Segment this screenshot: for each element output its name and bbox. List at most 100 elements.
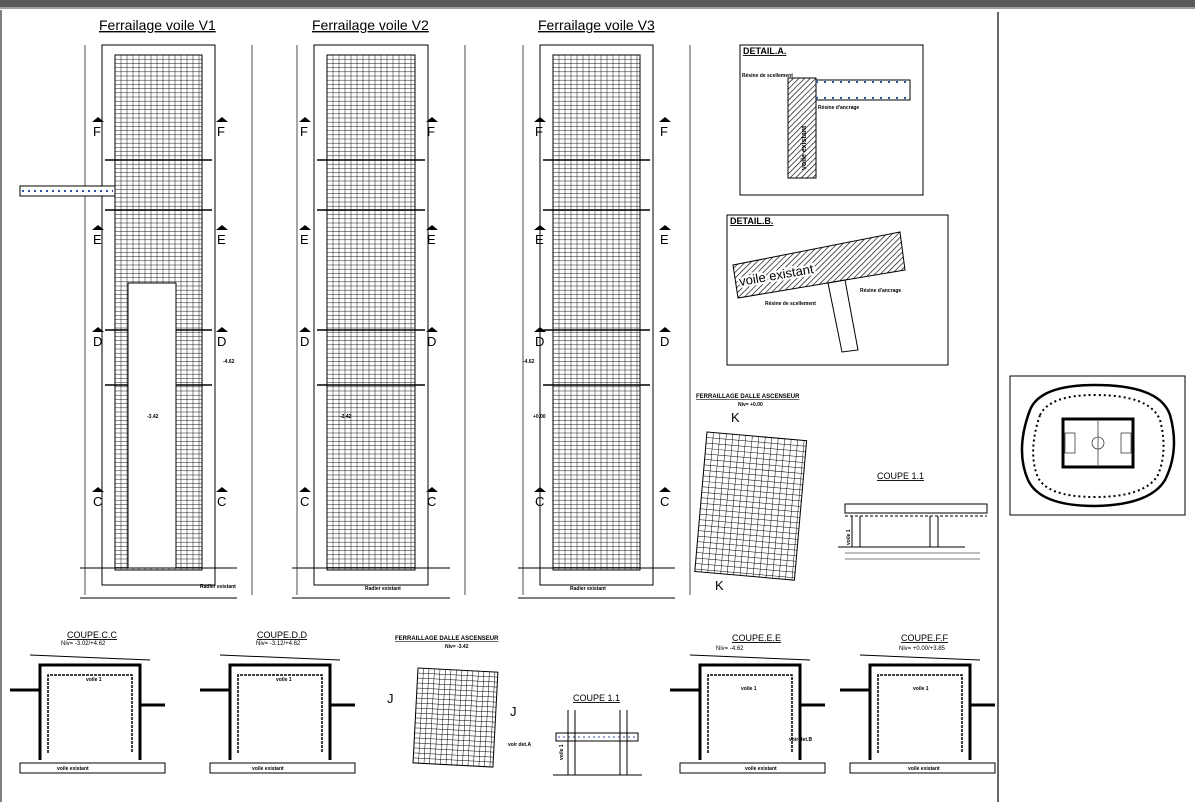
section-marker-c: C (535, 494, 544, 509)
section-arrow-icon (92, 117, 104, 122)
dimension-line (219, 654, 341, 661)
section-marker-f: F (660, 124, 668, 139)
existing-wall (679, 762, 826, 774)
coupe-title: COUPE 1.1 (877, 471, 924, 481)
section-arrow-icon (216, 487, 228, 492)
section-marker-f: F (427, 124, 435, 139)
dalle-level: Niv= +0.00 (738, 402, 763, 408)
level-label: +0.00 (533, 414, 546, 420)
section-plan (840, 654, 996, 774)
section-marker-e: E (93, 232, 102, 247)
coupe-dd-level: Niv= -3.12/+4.62 (256, 641, 301, 647)
section-arrow-icon (426, 327, 438, 332)
section-marker-c: C (217, 494, 226, 509)
section-arrow-icon (659, 487, 671, 492)
rebar-mesh (326, 54, 415, 570)
coupe-1-1-top[interactable]: COUPE 1.1 voile 1 (838, 471, 988, 560)
existing-wall-label: voile existant (745, 766, 777, 772)
section-marker-e: E (535, 232, 544, 247)
base-label: Radier existant (200, 584, 236, 590)
rebar-mesh (412, 667, 498, 768)
wall-elevations (19, 44, 691, 599)
u-wall (38, 663, 142, 760)
existing-wall (849, 762, 996, 774)
section-marker-c: C (300, 494, 309, 509)
section-marker-j: J (387, 691, 394, 706)
section-marker-e: E (660, 232, 669, 247)
wall-v2-title: Ferrailage voile V2 (312, 17, 429, 33)
detail-a[interactable]: DETAIL.A. Résine de scellement Résine d'… (739, 44, 924, 196)
slab-connection (19, 185, 116, 197)
wall-label: voile 1 (913, 686, 929, 692)
section-arrow-icon (426, 225, 438, 230)
section-marker-d: D (300, 334, 309, 349)
section-arrow-icon (426, 117, 438, 122)
u-wall (228, 663, 332, 760)
wall-v2 (292, 44, 466, 599)
existing-wall (19, 762, 166, 774)
existing-wall-label: voile existant (908, 766, 940, 772)
coupe-ff-level: Niv= +0.00/+3.85 (899, 646, 946, 652)
detail-b[interactable]: DETAIL.B. voile existant Résine de scell… (726, 214, 949, 366)
detail-b-note: Résine d'ancrage (860, 288, 901, 294)
existing-wall (209, 762, 356, 774)
section-plan (200, 654, 356, 774)
level-label: -4.62 (223, 359, 235, 365)
section-arrow-icon (216, 117, 228, 122)
section-arrow-icon (299, 327, 311, 332)
section-arrow-icon (659, 327, 671, 332)
dalle-bottom-level: Niv= -3.42 (445, 644, 469, 650)
section-marker-d: D (535, 334, 544, 349)
dalle-title: FERRAILLAGE DALLE ASCENSEUR (696, 394, 800, 400)
coupe-ff-title: COUPE.F.F (901, 633, 949, 643)
rebar-mesh (694, 431, 807, 580)
u-wall-rebar (47, 674, 133, 753)
wall-label: voile 1 (741, 686, 757, 692)
wall-v3-title: Ferrailage voile V3 (538, 17, 655, 33)
section-marker-f: F (535, 124, 543, 139)
section-arrow-icon (299, 225, 311, 230)
section-arrow-icon (534, 327, 546, 332)
detail-a-resin-label: Résine de scellement (742, 73, 793, 79)
section-marker-d: D (427, 334, 436, 349)
dimension-line (689, 654, 811, 661)
u-wall-rebar (237, 674, 323, 753)
section-arrow-icon (92, 487, 104, 492)
coupe-ee-level: Niv= -4.62 (716, 646, 744, 652)
section-marker-c: C (660, 494, 669, 509)
coupe-1-1-bottom (553, 710, 642, 776)
u-wall-rebar (707, 674, 793, 753)
u-wall (698, 663, 802, 760)
detail-b-title: DETAIL.B. (730, 216, 773, 226)
coupe-ee-title: COUPE.E.E (732, 633, 781, 643)
section-marker-e: E (427, 232, 436, 247)
section-marker-c: C (93, 494, 102, 509)
detail-ref: voir det.A (508, 742, 531, 748)
section-arrow-icon (216, 225, 228, 230)
stadium-location-plan[interactable] (1009, 375, 1186, 516)
section-arrow-icon (534, 117, 546, 122)
wall-label: voile 1 (86, 677, 102, 683)
section-arrow-icon (92, 327, 104, 332)
window-title-bar (0, 0, 1195, 9)
section-plan (10, 654, 166, 774)
level-label: -3.42 (340, 414, 352, 420)
coupe-cc-title: COUPE.C.C (67, 630, 118, 640)
dimension-line (29, 654, 151, 661)
slab (555, 732, 639, 742)
section-marker-f: F (93, 124, 101, 139)
coupe-cc-level: Niv= -3.02/+4.62 (61, 641, 106, 647)
dalle-bottom-title: FERRAILLAGE DALLE ASCENSEUR (395, 636, 499, 642)
wall-label: voile 1 (846, 529, 852, 545)
dalle-ascenseur-plan[interactable]: FERRAILLAGE DALLE ASCENSEUR Niv= +0.00 K… (694, 394, 808, 593)
existing-wall-label: voile existant (57, 766, 89, 772)
wall-opening (127, 282, 177, 569)
wall-outline (313, 44, 429, 586)
section-marker-e: E (217, 232, 226, 247)
section-arrow-icon (216, 327, 228, 332)
wall-label: voile 1 (276, 677, 292, 683)
wall-v3 (518, 44, 691, 599)
coupe-dd-title: COUPE.D.D (257, 630, 308, 640)
